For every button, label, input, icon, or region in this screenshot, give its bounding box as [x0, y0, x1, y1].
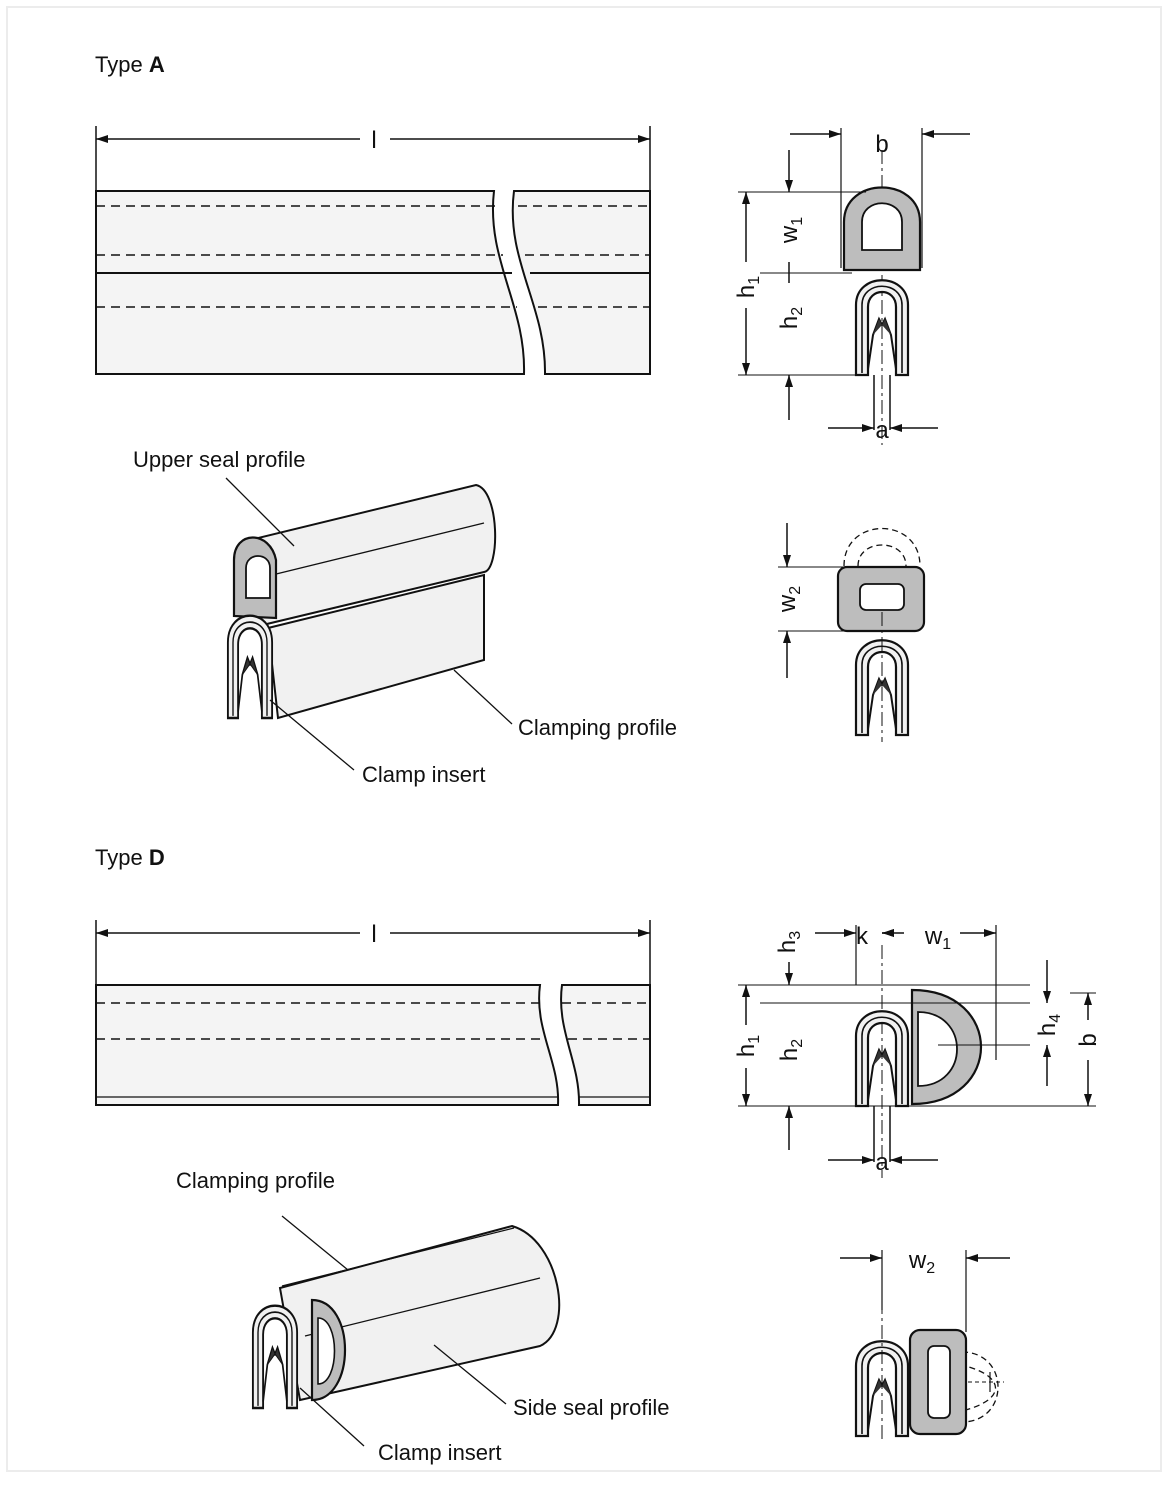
type-a-cross-section: b w1 h1 h2 a: [733, 128, 970, 445]
type-d-callouts: Clamping profile Side seal profile Clamp…: [176, 1168, 670, 1465]
type-d-isometric-view: [251, 1224, 561, 1410]
leader-clamp-insert-d: [299, 1387, 365, 1447]
type-a-heading: Type A: [95, 52, 165, 77]
type-d-side-view: [95, 984, 651, 1106]
leader-side-seal: [433, 1344, 507, 1405]
callout-upper-seal-profile: Upper seal profile: [133, 447, 305, 472]
type-d-dim-w2: w2: [908, 1247, 935, 1277]
type-a-dim-h2: h2: [776, 307, 806, 329]
type-a-dim-w1: w1: [776, 217, 806, 244]
type-d-dim-h2: h2: [776, 1039, 806, 1061]
type-a-dim-w2: w2: [774, 586, 804, 613]
type-a-length-dimension: l: [95, 126, 651, 190]
callout-clamping-profile-d: Clamping profile: [176, 1168, 335, 1193]
type-d-dim-a: a: [875, 1149, 889, 1176]
callout-clamp-insert-d: Clamp insert: [378, 1440, 501, 1465]
type-d-length-label: l: [371, 921, 376, 948]
type-d-dim-w1: w1: [924, 923, 951, 953]
type-a-section: Type A l: [95, 52, 970, 787]
type-d-compressed-section: w2: [840, 1247, 1010, 1442]
leader-clamping-profile: [453, 669, 513, 725]
sheet-border: [6, 6, 1162, 1472]
type-d-cross-section: k w1 h3 h1 h2 h4 b: [733, 923, 1102, 1178]
type-d-dim-h3: h3: [774, 931, 804, 953]
type-a-side-view: [95, 190, 651, 375]
leader-upper-seal: [225, 477, 295, 547]
type-d-heading: Type D: [95, 845, 165, 870]
type-d-dim-h1: h1: [733, 1035, 763, 1057]
type-a-dim-a: a: [875, 417, 889, 444]
callout-side-seal-profile: Side seal profile: [513, 1395, 670, 1420]
type-a-length-label: l: [371, 127, 376, 154]
leader-clamping-profile-d: [281, 1215, 349, 1271]
type-d-dim-b: b: [1075, 1033, 1102, 1046]
type-a-dim-h1: h1: [733, 276, 763, 298]
type-d-dim-h4: h4: [1034, 1014, 1064, 1036]
type-a-isometric-view: [226, 483, 497, 720]
callout-clamping-profile: Clamping profile: [518, 715, 677, 740]
type-a-dim-b: b: [875, 131, 888, 158]
type-d-length-dimension: l: [95, 920, 651, 984]
type-d-section: Type D l: [95, 845, 1102, 1465]
type-a-callouts: Upper seal profile Clamping profile Clam…: [133, 447, 677, 787]
callout-clamp-insert: Clamp insert: [362, 762, 485, 787]
type-d-dim-k: k: [856, 923, 869, 950]
type-a-compressed-section: w2: [774, 523, 926, 742]
leader-clamp-insert: [269, 699, 355, 771]
